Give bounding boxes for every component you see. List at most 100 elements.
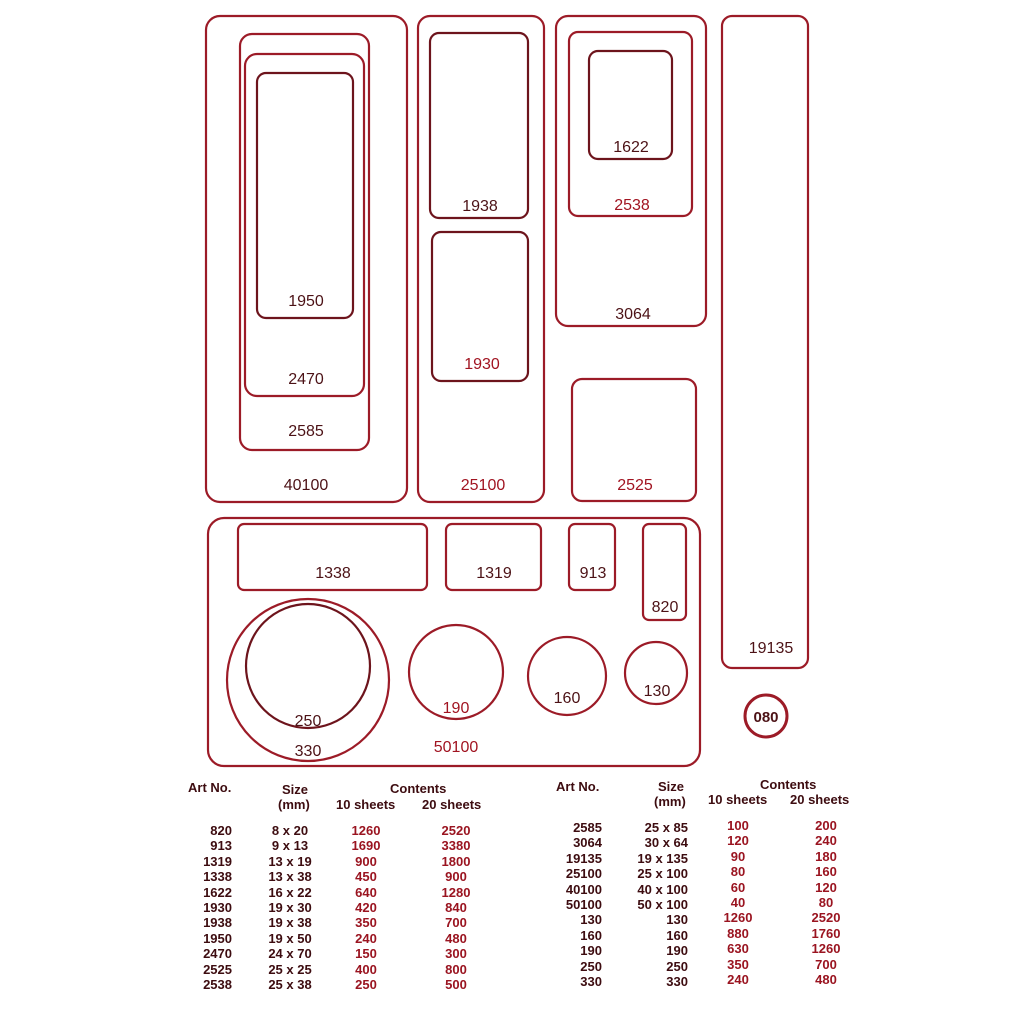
table-cell: 700: [445, 915, 467, 931]
label-25100: 25100: [461, 477, 506, 494]
table-cell: 190: [666, 943, 688, 959]
table-cell: 350: [727, 956, 749, 972]
table-cell: 30 x 64: [644, 835, 688, 851]
table-cell: 1950: [203, 930, 232, 946]
circle-160: [526, 635, 608, 717]
table-cell: 1338: [203, 869, 232, 885]
table-cell: 150: [355, 946, 377, 962]
table-cell: 630: [727, 941, 749, 957]
table-cell: 1319: [203, 853, 232, 869]
col-size-left: 8 x 20 9 x 13 13 x 19 13 x 38 16 x 22 19…: [258, 823, 322, 992]
table-cell: 160: [815, 864, 837, 880]
table-cell: 50100: [565, 897, 602, 913]
label-190: 190: [443, 700, 470, 717]
col-art-left: 820 913 1319 1338 1622 1930 1938 1950 24…: [170, 823, 232, 992]
table-cell: 3380: [441, 838, 471, 854]
table-cell: 13 x 38: [268, 869, 312, 885]
table-cell: 240: [727, 972, 749, 988]
table-cell: 2538: [203, 977, 232, 993]
table-cell: 1800: [441, 853, 471, 869]
outline-913: [567, 522, 617, 592]
header-10-sheets: 10 sheets: [336, 797, 396, 812]
table-cell: 820: [210, 823, 232, 838]
col-size-right: 25 x 85 30 x 64 19 x 135 25 x 100 40 x 1…: [620, 820, 688, 989]
label-160: 160: [554, 690, 581, 707]
table-cell: 1260: [351, 823, 381, 838]
header-20-sheets: 20 sheets: [422, 797, 482, 812]
label-3064: 3064: [615, 306, 651, 323]
label-250: 250: [295, 713, 322, 730]
circle-080: [743, 693, 789, 739]
col-20-sheets-left: 2520 3380 1800 900 1280 840 700 480 300 …: [434, 823, 478, 992]
outline-50100: [206, 516, 702, 768]
label-820: 820: [652, 599, 679, 616]
label-2470: 2470: [288, 371, 324, 388]
table-cell: 300: [445, 946, 467, 962]
table-cell: 19 x 38: [268, 915, 312, 931]
table-cell: 160: [580, 927, 602, 943]
col-art-right: 2585 3064 19135 25100 40100 50100 130 16…: [540, 820, 602, 989]
table-cell: 19135: [565, 850, 602, 866]
label-1950: 1950: [288, 293, 324, 310]
label-1622: 1622: [613, 139, 649, 156]
col-10-sheets-right: 100 120 90 80 60 40 1260 880 630 350 240: [716, 818, 760, 987]
table-cell: 2470: [203, 946, 232, 962]
label-080: 080: [753, 709, 778, 726]
circle-330: [225, 597, 391, 763]
outline-25100: [416, 14, 546, 504]
outline-2585: [238, 32, 371, 452]
label-2538: 2538: [614, 197, 650, 214]
table-cell: 8 x 20: [271, 823, 309, 838]
table-cell: 25 x 100: [637, 866, 688, 882]
outline-2538: [567, 30, 694, 218]
table-cell: 25 x 85: [644, 820, 688, 835]
table-cell: 240: [355, 930, 377, 946]
table-cell: 400: [355, 961, 377, 977]
outline-3064: [554, 14, 708, 328]
table-cell: 3064: [573, 835, 602, 851]
label-1319: 1319: [476, 565, 512, 582]
header-size: Size: [282, 782, 309, 797]
label-40100: 40100: [284, 477, 329, 494]
header-contents: Contents: [390, 781, 447, 796]
table-cell: 25100: [565, 866, 602, 882]
table-cell: 25 x 25: [268, 961, 312, 977]
outline-1950: [255, 71, 355, 320]
table-cell: 250: [580, 958, 602, 974]
table-cell: 1622: [203, 884, 232, 900]
table-cell: 180: [815, 848, 837, 864]
table-cell: 330: [666, 974, 688, 990]
outline-1930: [430, 230, 530, 383]
outline-2470: [243, 52, 366, 398]
table-cell: 1280: [441, 884, 471, 900]
table-cell: 1930: [203, 900, 232, 916]
table-cell: 60: [730, 879, 746, 895]
table-cell: 80: [730, 864, 746, 880]
table-cell: 160: [666, 927, 688, 943]
table-cell: 1938: [203, 915, 232, 931]
header-10-sheets-right: 10 sheets: [708, 792, 768, 807]
table-cell: 80: [818, 895, 834, 911]
table-cell: 13 x 19: [268, 853, 312, 869]
table-cell: 16 x 22: [268, 884, 312, 900]
col-10-sheets-left: 1260 1690 900 450 640 420 350 240 150 40…: [344, 823, 388, 992]
outline-1622: [587, 49, 674, 161]
table-cell: 25 x 38: [268, 977, 312, 993]
table-cell: 420: [355, 900, 377, 916]
label-130: 130: [644, 683, 671, 700]
header-size-unit: (mm): [278, 797, 310, 812]
table-cell: 913: [210, 838, 232, 854]
table-cell: 100: [727, 818, 749, 833]
table-cell: 2520: [441, 823, 471, 838]
table-cell: 330: [580, 974, 602, 990]
header-size-right: Size: [658, 779, 685, 794]
table-cell: 500: [445, 977, 467, 993]
table-cell: 24 x 70: [268, 946, 312, 962]
table-cell: 9 x 13: [271, 838, 309, 854]
table-cell: 480: [815, 972, 837, 988]
outline-1319: [444, 522, 543, 592]
outline-1338: [236, 522, 429, 592]
header-size-unit-right: (mm): [654, 794, 686, 809]
table-cell: 40 x 100: [637, 881, 688, 897]
table-cell: 2520: [811, 910, 841, 926]
